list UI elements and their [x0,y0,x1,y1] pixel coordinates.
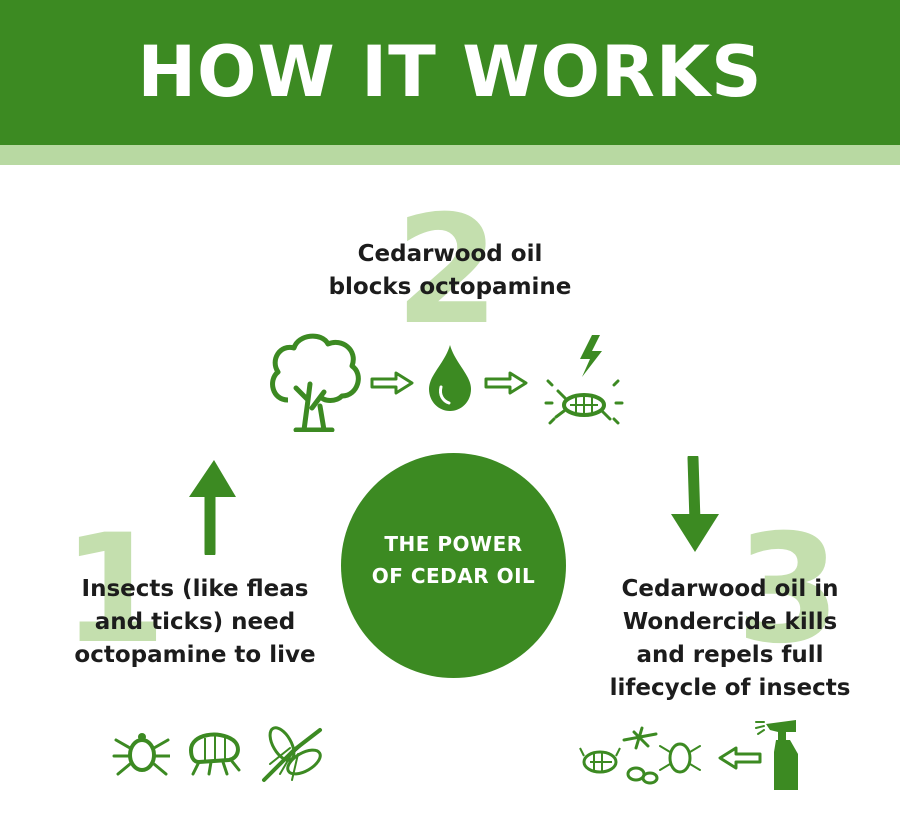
arrow-right-icon [370,371,414,395]
step-number-2: 2 [395,184,500,358]
step-3-line-4: lifecycle of insects [609,675,851,701]
header-banner [0,0,900,145]
center-line-2: OF CEDAR OIL [371,564,536,588]
center-circle-text: THE POWER OF CEDAR OIL [341,528,566,592]
arrow-down-icon [671,456,719,552]
step-2-line-1: Cedarwood oil [357,241,543,267]
center-line-1: THE POWER [384,532,523,556]
step-3-line-2: Wondercide kills [622,609,838,635]
tick-icon [112,733,170,776]
step-number-1: 1 [62,503,167,677]
step-1-line-1: Insects (like fleas [81,576,309,602]
zapped-insect-icon [544,335,624,425]
step-2-line-2: blocks octopamine [328,274,572,300]
step-number-3: 3 [736,503,841,677]
step-1-line-3: octopamine to live [74,642,316,668]
arrow-left-icon [718,746,762,770]
step-3-text: Cedarwood oil in Wondercide kills and re… [560,573,900,705]
spray-bottle-icon [755,720,798,790]
mosquito-icon [262,726,322,782]
oil-drop-icon [429,345,471,411]
step-2-text: Cedarwood oil blocks octopamine [250,238,650,304]
insects-lifecycle-icon [579,726,701,785]
flea-icon [188,732,241,776]
step-3-line-3: and repels full [636,642,824,668]
center-circle [341,453,566,678]
tree-icon [270,333,361,432]
step-1-text: Insects (like fleas and ticks) need octo… [30,573,360,672]
page-title: HOW IT WORKS [137,31,763,113]
arrow-up-icon [189,460,236,555]
step-1-line-2: and ticks) need [94,609,296,635]
header-stripe [0,145,900,165]
step-3-line-1: Cedarwood oil in [621,576,839,602]
arrow-right-icon [484,371,528,395]
